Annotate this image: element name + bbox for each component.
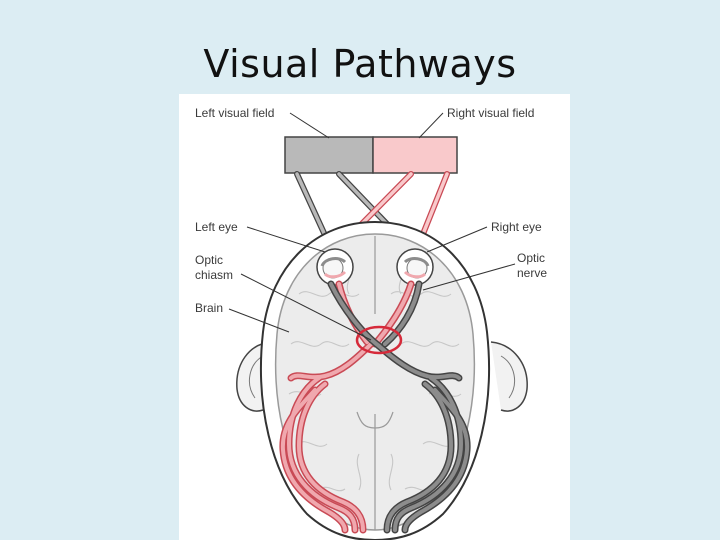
- left-visual-field-box: [285, 137, 373, 173]
- right-ear: [491, 342, 527, 411]
- label-optic-nerve-line1: Optic: [517, 251, 545, 265]
- right-visual-field-box: [373, 137, 457, 173]
- label-left-eye: Left eye: [195, 220, 238, 234]
- slide-title: Visual Pathways: [0, 42, 720, 86]
- label-left-visual-field: Left visual field: [195, 106, 274, 120]
- label-optic-nerve-line2: nerve: [517, 266, 547, 280]
- label-right-eye: Right eye: [491, 220, 542, 234]
- label-right-visual-field: Right visual field: [447, 106, 534, 120]
- left-eye-globe: [317, 249, 353, 285]
- label-brain: Brain: [195, 301, 223, 315]
- visual-pathways-diagram: Left visual field Right visual field Lef…: [179, 94, 570, 540]
- label-optic-chiasm-line1: Optic: [195, 253, 223, 267]
- right-eye-globe: [397, 249, 433, 285]
- label-optic-chiasm-line2: chiasm: [195, 268, 233, 282]
